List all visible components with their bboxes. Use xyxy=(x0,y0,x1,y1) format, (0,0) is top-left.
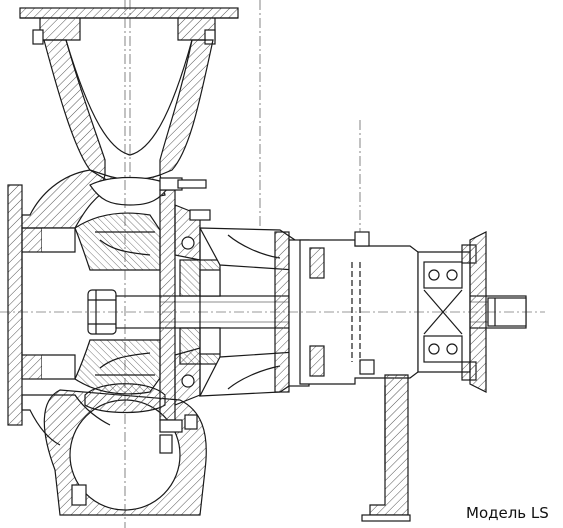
bearing-housing xyxy=(299,231,419,385)
suction-flange xyxy=(7,184,76,426)
rear-bearings xyxy=(417,231,487,393)
discharge-nozzle xyxy=(43,39,214,176)
support-foot xyxy=(361,374,411,522)
casing-bolts xyxy=(71,414,198,506)
model-caption: Модель LS xyxy=(466,504,549,522)
centerlines xyxy=(0,0,545,528)
discharge-flange xyxy=(19,7,239,45)
